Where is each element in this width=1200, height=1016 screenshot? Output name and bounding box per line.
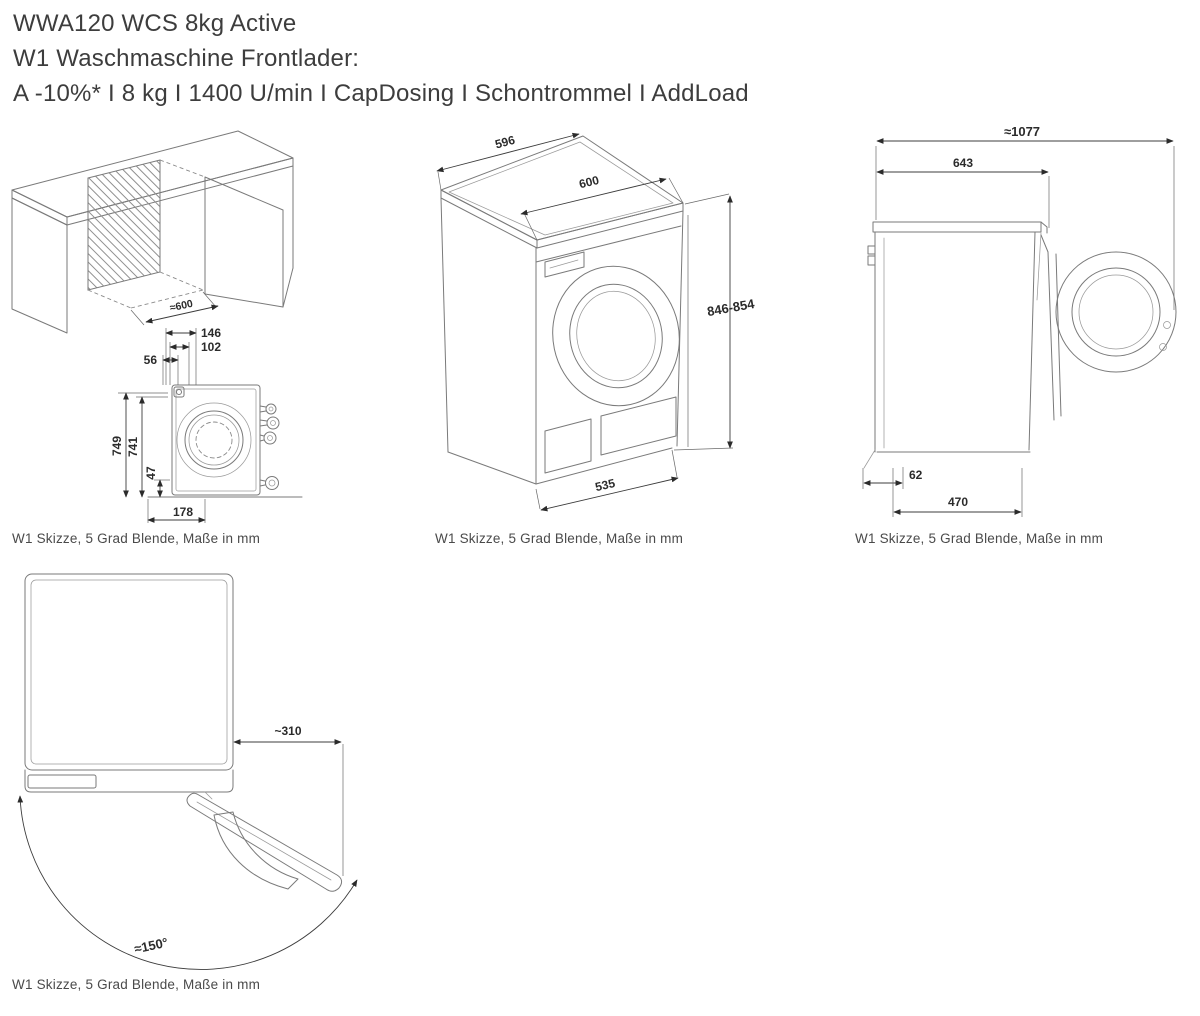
product-features: A -10%* I 8 kg I 1400 U/min I CapDosing … [13,80,749,107]
sketch-built-under-niche: ≈600 [11,130,303,523]
top-view-dimensions: ~310 ≈150° [17,724,358,970]
niche-width-dimension: ≈600 [130,291,219,326]
sketch-top-view: ~310 ≈150° [17,573,358,970]
cabinet-isometric [11,130,294,334]
caption-built-under: W1 Skizze, 5 Grad Blende, Maße in mm [12,531,261,546]
dim-drain-depth: 178 [173,505,193,519]
door-hinge-screw [1163,321,1171,329]
rear-view-dimensions: 146 102 56 749 741 47 178 [110,326,221,523]
sketch-side-view: ≈1077 643 62 470 [862,124,1177,517]
washer-front-isometric [440,135,684,485]
washer-side-view [863,221,1177,469]
dim-feet-distance-side: 470 [948,495,968,509]
open-door-side [1040,234,1177,421]
rear-foot [893,452,908,465]
dim-drain-offset: 56 [144,353,158,367]
dim-height-min: 741 [126,437,140,457]
front-view-dimensions: 596 600 846-854 535 [436,133,756,512]
door-glass-bowl [213,811,299,890]
dim-height-max: 749 [110,436,124,456]
dim-rear-foot-offset: 62 [909,468,923,482]
dim-door-angle: ≈150° [133,935,169,957]
control-fascia [24,769,234,793]
door-hinge-screw [1159,343,1167,351]
door-swing-arc [17,795,358,970]
dim-housing-width: 596 [493,133,516,152]
open-door-top [186,792,343,892]
product-subtitle: W1 Waschmaschine Frontlader: [13,45,360,72]
detergent-drawer [544,251,585,278]
dim-drain-height: 47 [144,466,158,480]
fascia-display [27,774,97,789]
product-title: WWA120 WCS 8kg Active [13,10,297,37]
caption-front-view: W1 Skizze, 5 Grad Blende, Maße in mm [435,531,684,546]
caption-top-view: W1 Skizze, 5 Grad Blende, Maße in mm [12,977,261,992]
caption-side-view: W1 Skizze, 5 Grad Blende, Maße in mm [855,531,1104,546]
dim-door-projection: ~310 [274,724,301,738]
plinth-panel [600,396,677,456]
sketch-front-view: 596 600 846-854 535 [436,133,756,512]
side-view-dimensions: ≈1077 643 62 470 [862,124,1175,517]
dim-cord-offset: 146 [201,326,221,340]
service-flap [544,418,592,474]
water-connection [867,245,876,266]
dim-inlet-offset: 102 [201,340,221,354]
front-foot [1009,452,1024,465]
rear-view-panel [147,384,303,498]
dim-depth-door-open: ≈1077 [1004,124,1040,139]
dim-niche-width: ≈600 [169,298,194,315]
niche-hidden-edges [87,159,206,309]
porthole-door [552,265,680,407]
niche-hatch-area [87,159,161,291]
product-header: WWA120 WCS 8kg Active W1 Waschmaschine F… [13,6,749,111]
dim-height: 846-854 [706,296,756,319]
dim-depth: 643 [953,156,973,170]
dim-feet-distance: 535 [594,476,617,494]
dim-width: 600 [578,173,601,192]
